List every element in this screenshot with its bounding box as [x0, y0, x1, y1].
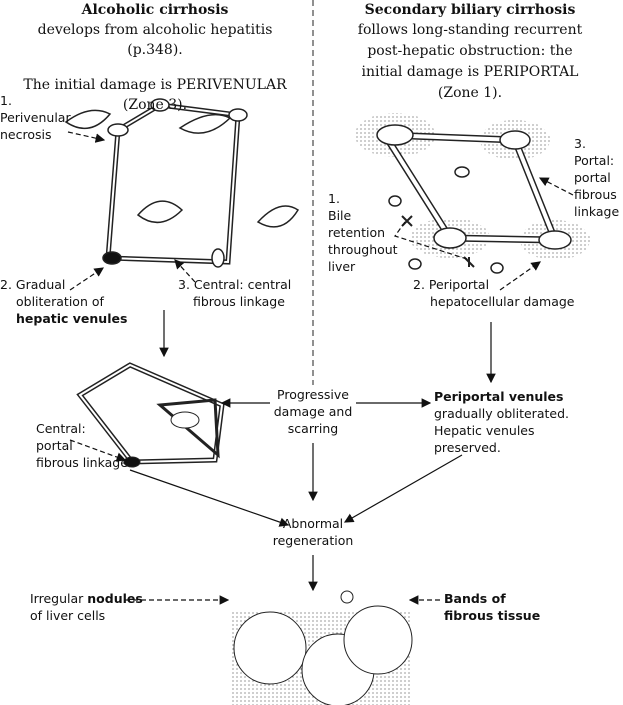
label-line: necrosis — [0, 127, 52, 142]
label-line: gradually obliterated. — [434, 406, 569, 421]
arrows — [67, 131, 574, 605]
left-desc-3: The initial damage is PERIVENULAR — [23, 77, 287, 93]
label-line: portal — [574, 170, 611, 185]
label-line: 1. — [0, 93, 12, 108]
label-line: Perivenular — [0, 110, 71, 125]
label-line: of liver cells — [30, 608, 106, 623]
label-line: nodules — [87, 591, 143, 606]
left-desc-1: develops from alcoholic hepatitis — [37, 22, 273, 38]
label-line: scarring — [287, 421, 339, 436]
label-line: obliteration of — [16, 294, 104, 309]
label-irregular-nodules: Irregular nodules of liver cells — [30, 590, 143, 624]
right-desc-2: post-hepatic obstruction: the — [367, 43, 573, 59]
label-line: Central: — [36, 421, 86, 436]
label-line: hepatocellular damage — [430, 294, 575, 309]
label-line: 2. Periportal — [413, 277, 490, 292]
label-line: 3. Central: central — [178, 277, 292, 292]
label-line: portal — [36, 438, 73, 453]
label-line: Irregular — [30, 591, 88, 606]
right-lobule-illustration — [355, 113, 590, 274]
label-line: regeneration — [272, 533, 354, 548]
label-bile-retention: 1. Bile retention throughout liver — [328, 190, 398, 275]
label-line: 2. Gradual — [0, 277, 66, 292]
right-title: Secondary biliary cirrhosis — [364, 2, 576, 18]
label-line: retention — [328, 225, 386, 240]
label-line: 3. — [574, 136, 586, 151]
label-line: linkage — [574, 204, 620, 219]
label-line: hepatic venules — [16, 311, 128, 326]
right-desc-1: follows long-standing recurrent — [357, 22, 583, 38]
label-line: fibrous linkage — [36, 455, 128, 470]
label-line: Progressive — [277, 387, 349, 402]
label-periportal-damage: 2. Periportal hepatocellular damage — [413, 276, 575, 310]
label-line: Bands of — [444, 591, 506, 606]
label-line: preserved. — [434, 440, 501, 455]
label-line: fibrous tissue — [444, 608, 541, 623]
right-desc-3: initial damage is PERIPORTAL — [361, 64, 579, 80]
label-perivenular-necrosis: 1. Perivenular necrosis — [0, 92, 71, 143]
label-line: fibrous linkage — [193, 294, 285, 309]
label-line: liver — [328, 259, 356, 274]
label-periportal-venules: Periportal venules gradually obliterated… — [434, 388, 569, 456]
label-line: Portal: — [574, 153, 615, 168]
label-line: 1. — [328, 191, 340, 206]
label-line: Hepatic venules — [434, 423, 535, 438]
label-central-linkage: 3. Central: central fibrous linkage — [178, 276, 291, 310]
label-line: fibrous — [574, 187, 617, 202]
label-central-portal-linkage: Central: portal fibrous linkage — [36, 420, 128, 471]
nodules-illustration — [232, 590, 413, 705]
label-fibrous-bands: Bands of fibrous tissue — [444, 590, 540, 624]
label-abnormal-regeneration: Abnormal regeneration — [273, 515, 354, 549]
label-portal-linkage: 3. Portal: portal fibrous linkage — [574, 135, 619, 220]
label-line: Periportal venules — [434, 389, 564, 404]
label-line: Abnormal — [282, 516, 344, 531]
label-line: Bile — [328, 208, 352, 223]
label-line: throughout — [328, 242, 398, 257]
left-desc-2: (p.348). — [127, 42, 183, 58]
left-scarred-lobule-illustration — [76, 362, 225, 468]
label-hepatic-venules: 2. Gradual obliteration of hepatic venul… — [0, 276, 127, 327]
right-desc-4: (Zone 1). — [437, 85, 503, 101]
left-desc-4: (Zone 3). — [122, 97, 188, 113]
left-lobule-illustration — [64, 98, 300, 268]
label-progressive-damage: Progressive damage and scarring — [274, 386, 353, 437]
left-title: Alcoholic cirrhosis — [81, 2, 229, 18]
label-line: damage and — [273, 404, 353, 419]
